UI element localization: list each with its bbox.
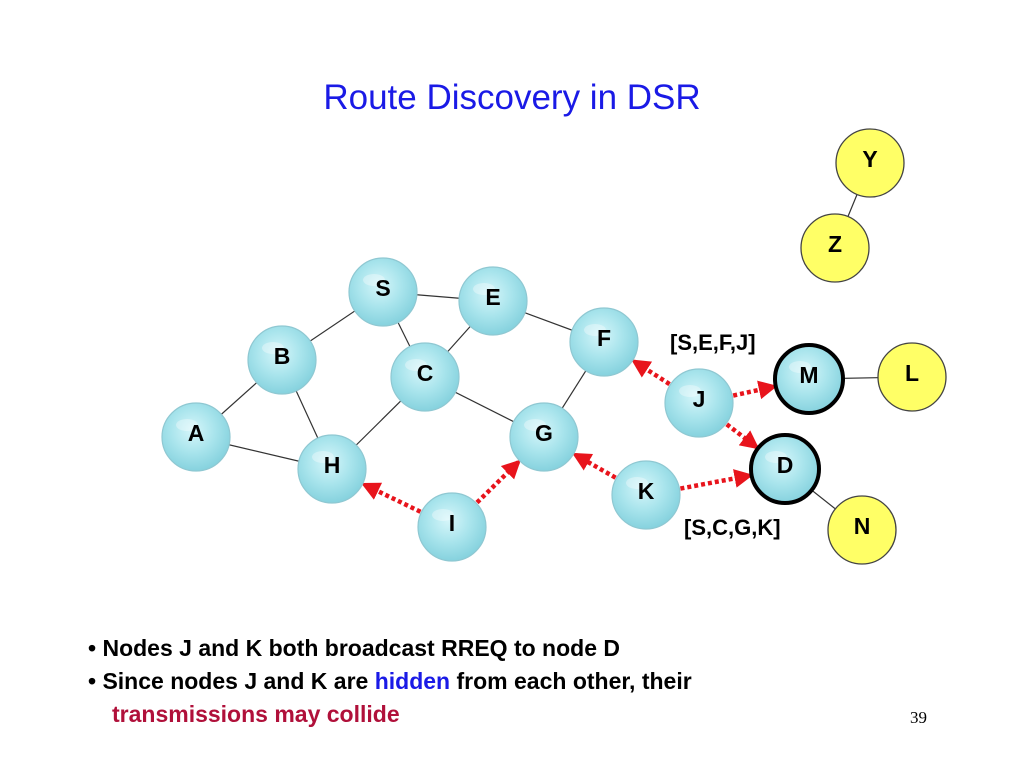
route-label-j: [S,E,F,J]	[670, 330, 756, 355]
node-d-label: D	[777, 452, 794, 478]
transmissions-layer	[361, 359, 778, 514]
bullet-1-text: Nodes J and K both broadcast RREQ to nod…	[102, 635, 620, 661]
node-i-highlight	[432, 509, 454, 521]
node-y-label: Y	[862, 146, 877, 172]
transmission-j-to-m	[732, 380, 778, 400]
node-h: H	[297, 434, 367, 504]
node-b: B	[247, 325, 317, 395]
node-h-label: H	[324, 452, 341, 478]
node-f-circle	[569, 307, 639, 377]
node-z-circle	[800, 213, 870, 283]
page-number: 39	[910, 708, 927, 727]
node-i: I	[417, 492, 487, 562]
node-e-label: E	[485, 284, 500, 310]
transmission-j-to-d	[725, 422, 760, 450]
transmission-i-to-g	[475, 459, 521, 505]
transmission-j-to-f	[631, 359, 671, 386]
bullet-marker: •	[88, 635, 103, 661]
node-j-highlight	[679, 385, 701, 397]
node-s-circle	[348, 257, 418, 327]
bullet-marker: •	[88, 668, 103, 694]
bullet-1: • Nodes J and K both broadcast RREQ to n…	[88, 632, 692, 665]
node-s-highlight	[363, 274, 385, 286]
bullet-list: • Nodes J and K both broadcast RREQ to n…	[88, 632, 692, 731]
node-g: G	[509, 402, 579, 472]
node-f-label: F	[597, 325, 611, 351]
transmission-i-to-h	[361, 482, 422, 514]
collide-highlight: transmissions may collide	[112, 701, 400, 727]
node-z: Z	[800, 213, 870, 283]
node-b-label: B	[274, 343, 291, 369]
slide-title: Route Discovery in DSR	[323, 78, 701, 117]
node-k-label: K	[638, 478, 655, 504]
node-g-highlight	[524, 419, 546, 431]
node-f: F	[569, 307, 639, 377]
node-g-label: G	[535, 420, 553, 446]
node-a-circle	[161, 402, 231, 472]
node-j-circle	[664, 368, 734, 438]
node-k-highlight	[626, 477, 648, 489]
node-e: E	[458, 266, 528, 336]
node-f-highlight	[584, 324, 606, 336]
transmission-k-to-g	[572, 452, 617, 480]
node-j-label: J	[693, 386, 706, 412]
node-d: D	[749, 433, 821, 505]
node-k-circle	[611, 460, 681, 530]
hidden-highlight: hidden	[374, 668, 451, 694]
bullet-2-continuation: transmissions may collide	[88, 698, 692, 731]
transmission-k-to-d	[679, 469, 754, 491]
node-g-circle	[509, 402, 579, 472]
node-e-circle	[458, 266, 528, 336]
node-y: Y	[835, 128, 905, 198]
node-n-label: N	[854, 513, 871, 539]
node-y-circle	[835, 128, 905, 198]
node-l-label: L	[905, 360, 919, 386]
node-a: A	[161, 402, 231, 472]
node-m-highlight	[789, 361, 811, 373]
node-s: S	[348, 257, 418, 327]
node-m-label: M	[799, 362, 818, 388]
node-h-circle	[297, 434, 367, 504]
node-i-circle	[417, 492, 487, 562]
node-z-label: Z	[828, 231, 842, 257]
route-label-k: [S,C,G,K]	[684, 515, 781, 540]
node-m-circle	[773, 343, 845, 415]
node-h-highlight	[312, 451, 334, 463]
node-a-label: A	[188, 420, 205, 446]
node-s-label: S	[375, 275, 390, 301]
node-b-highlight	[262, 342, 284, 354]
node-n: N	[827, 495, 897, 565]
node-a-highlight	[176, 419, 198, 431]
node-l-circle	[877, 342, 947, 412]
node-j: J	[664, 368, 734, 438]
nodes-layer: S E F B C A G H I J K M D Y Z L N	[161, 128, 947, 565]
node-c: C	[390, 342, 460, 412]
network-diagram: S E F B C A G H I J K M D Y Z L N [S,E,F,J] [S,C,G,K]	[161, 128, 947, 565]
node-d-circle	[749, 433, 821, 505]
bullet-2-text-pre: Since nodes J and K are	[102, 668, 375, 694]
node-e-highlight	[473, 283, 495, 295]
node-c-circle	[390, 342, 460, 412]
node-c-highlight	[405, 359, 427, 371]
node-i-label: I	[449, 510, 455, 536]
node-c-label: C	[417, 360, 434, 386]
node-l: L	[877, 342, 947, 412]
bullet-2: • Since nodes J and K are hidden from ea…	[88, 665, 692, 698]
bullet-2-text-post: from each other, their	[450, 668, 692, 694]
node-b-circle	[247, 325, 317, 395]
node-d-highlight	[765, 451, 787, 463]
node-m: M	[773, 343, 845, 415]
node-k: K	[611, 460, 681, 530]
node-n-circle	[827, 495, 897, 565]
